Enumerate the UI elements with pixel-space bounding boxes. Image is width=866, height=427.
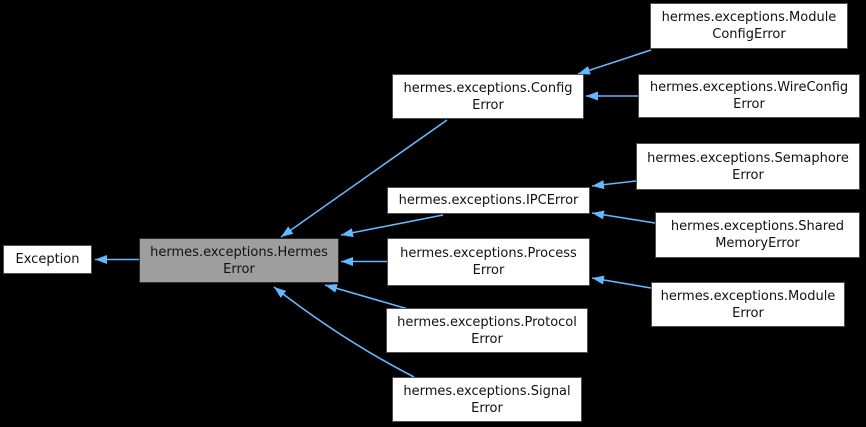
node-label: hermes.exceptions.Module Error (660, 288, 836, 321)
edge-semaphoreerror-to-ipcerror (591, 180, 637, 190)
node-hermes-error: hermes.exceptions.Hermes Error (139, 238, 339, 283)
node-wire-config-error[interactable]: hermes.exceptions.WireConfig Error (638, 74, 860, 118)
node-process-error[interactable]: hermes.exceptions.Process Error (387, 238, 590, 286)
edge-moduleerror-to-processerror (591, 275, 652, 289)
node-label: Exception (15, 252, 80, 267)
edge-ipcerror-to-hermeserror (340, 214, 444, 238)
edge-sharedmemoryerror-to-ipcerror (591, 210, 656, 224)
edge-moduleconfigerror-to-configerror (577, 49, 652, 75)
edge-configerror-to-hermeserror (280, 119, 448, 238)
node-signal-error[interactable]: hermes.exceptions.Signal Error (392, 377, 582, 422)
node-label: hermes.exceptions.Hermes Error (150, 244, 328, 277)
node-module-error[interactable]: hermes.exceptions.Module Error (651, 282, 845, 327)
node-label: hermes.exceptions.Module ConfigError (661, 10, 837, 42)
node-label: hermes.exceptions.Semaphore Error (647, 150, 849, 183)
node-config-error[interactable]: hermes.exceptions.Config Error (392, 74, 584, 119)
edge-protocolerror-to-hermeserror (324, 284, 409, 310)
node-shared-memory-error[interactable]: hermes.exceptions.Shared MemoryError (655, 212, 860, 258)
node-module-config-error[interactable]: hermes.exceptions.Module ConfigError (650, 3, 848, 49)
node-protocol-error[interactable]: hermes.exceptions.Protocol Error (386, 308, 588, 353)
node-label: hermes.exceptions.WireConfig Error (649, 80, 849, 112)
node-ipc-error[interactable]: hermes.exceptions.IPCError (387, 187, 590, 214)
node-label: hermes.exceptions.IPCError (398, 193, 579, 208)
node-semaphore-error[interactable]: hermes.exceptions.Semaphore Error (636, 143, 860, 190)
node-exception: Exception (3, 245, 92, 274)
node-label: hermes.exceptions.Shared MemoryError (670, 219, 845, 251)
node-label: hermes.exceptions.Protocol Error (397, 314, 577, 347)
node-label: hermes.exceptions.Config Error (403, 80, 573, 113)
edge-signalerror-to-hermeserror (273, 286, 415, 378)
node-label: hermes.exceptions.Process Error (400, 246, 577, 278)
node-label: hermes.exceptions.Signal Error (403, 383, 571, 416)
